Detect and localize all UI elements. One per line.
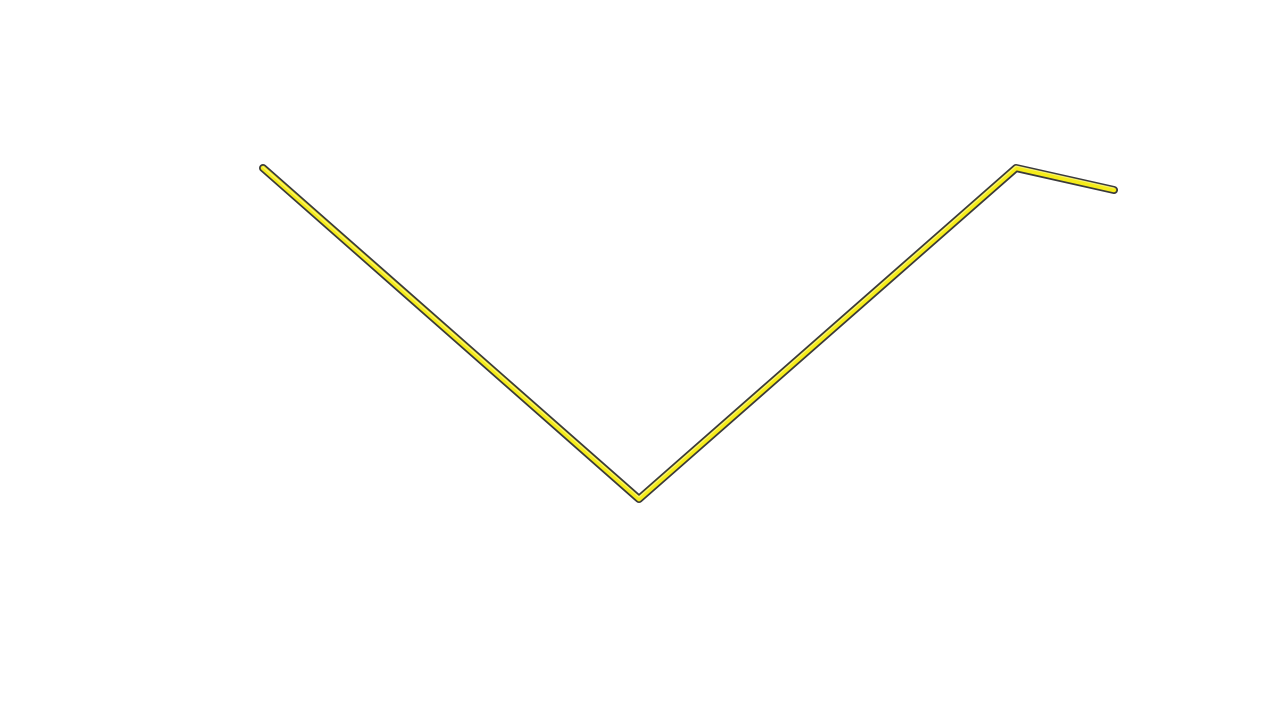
tube-core (260, 165, 1117, 502)
tube-outline (259, 164, 1118, 503)
tube-highlight (262, 165, 1115, 498)
yellow-tube-polyline (259, 164, 1118, 503)
